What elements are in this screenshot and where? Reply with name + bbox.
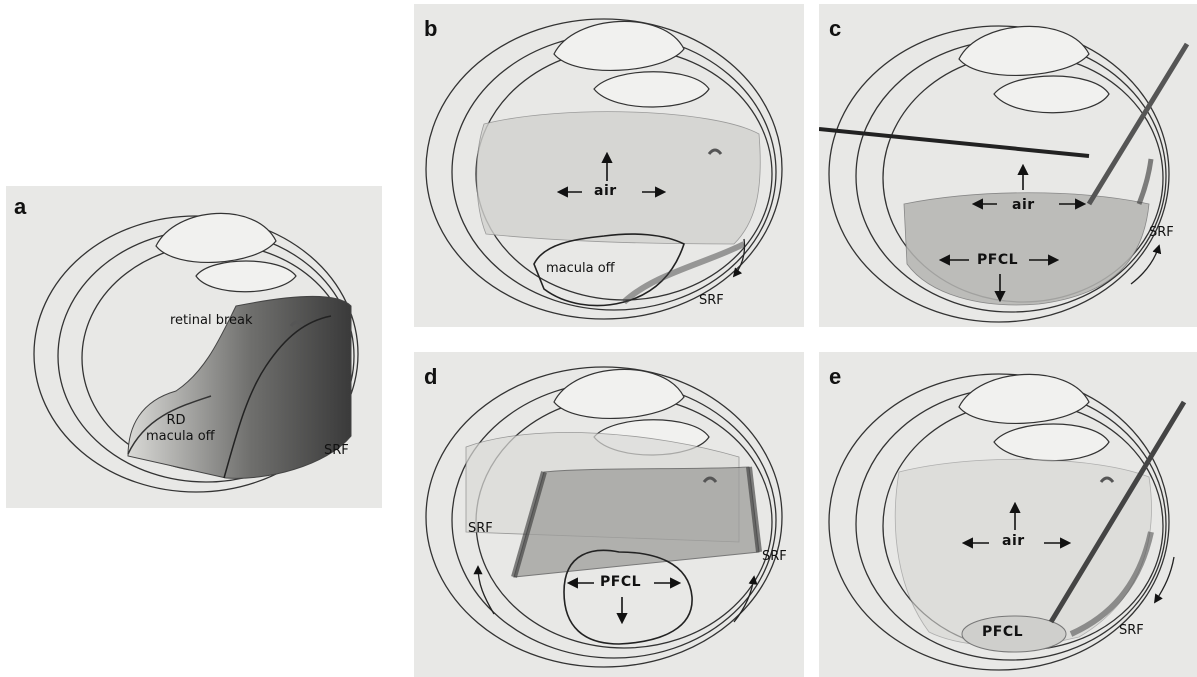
panel-letter-a: a	[14, 196, 26, 218]
panel-letter-b: b	[424, 18, 437, 40]
panel-letter-d: d	[424, 366, 437, 388]
label-air-e: air	[1002, 534, 1025, 549]
label-srf-d-right: SRF	[762, 550, 787, 564]
air-bubble	[477, 112, 761, 244]
label-pfcl-e: PFCL	[982, 625, 1023, 640]
panel-c: c air PFCL SRF	[819, 4, 1197, 327]
detached-sheet	[514, 467, 759, 577]
eye-diagram-b	[414, 4, 804, 327]
panel-b: b air macula off SRF	[414, 4, 804, 327]
label-srf-d-left: SRF	[468, 522, 493, 536]
label-pfcl-c: PFCL	[977, 253, 1018, 268]
label-macula-off-b: macula off	[546, 262, 615, 276]
label-rd: RD	[156, 414, 196, 428]
label-air-b: air	[594, 184, 617, 199]
label-air-c: air	[1012, 198, 1035, 213]
label-pfcl-d: PFCL	[600, 575, 641, 590]
label-srf-a: SRF	[324, 444, 349, 458]
panel-letter-c: c	[829, 18, 841, 40]
label-macula-off-a: macula off	[146, 430, 215, 444]
label-retinal-break: retinal break	[170, 314, 253, 328]
eye-diagram-d	[414, 352, 804, 677]
panel-a: a retinal break RD macula off SRF	[6, 186, 382, 508]
panel-e: e air PFCL SRF	[819, 352, 1197, 677]
panel-letter-e: e	[829, 366, 841, 388]
eye-diagram-a	[6, 186, 382, 508]
label-srf-b: SRF	[699, 294, 724, 308]
eye-diagram-c	[819, 4, 1197, 327]
label-srf-e: SRF	[1119, 624, 1144, 638]
label-srf-c: SRF	[1149, 226, 1174, 240]
panel-d: d PFCL SRF SRF	[414, 352, 804, 677]
